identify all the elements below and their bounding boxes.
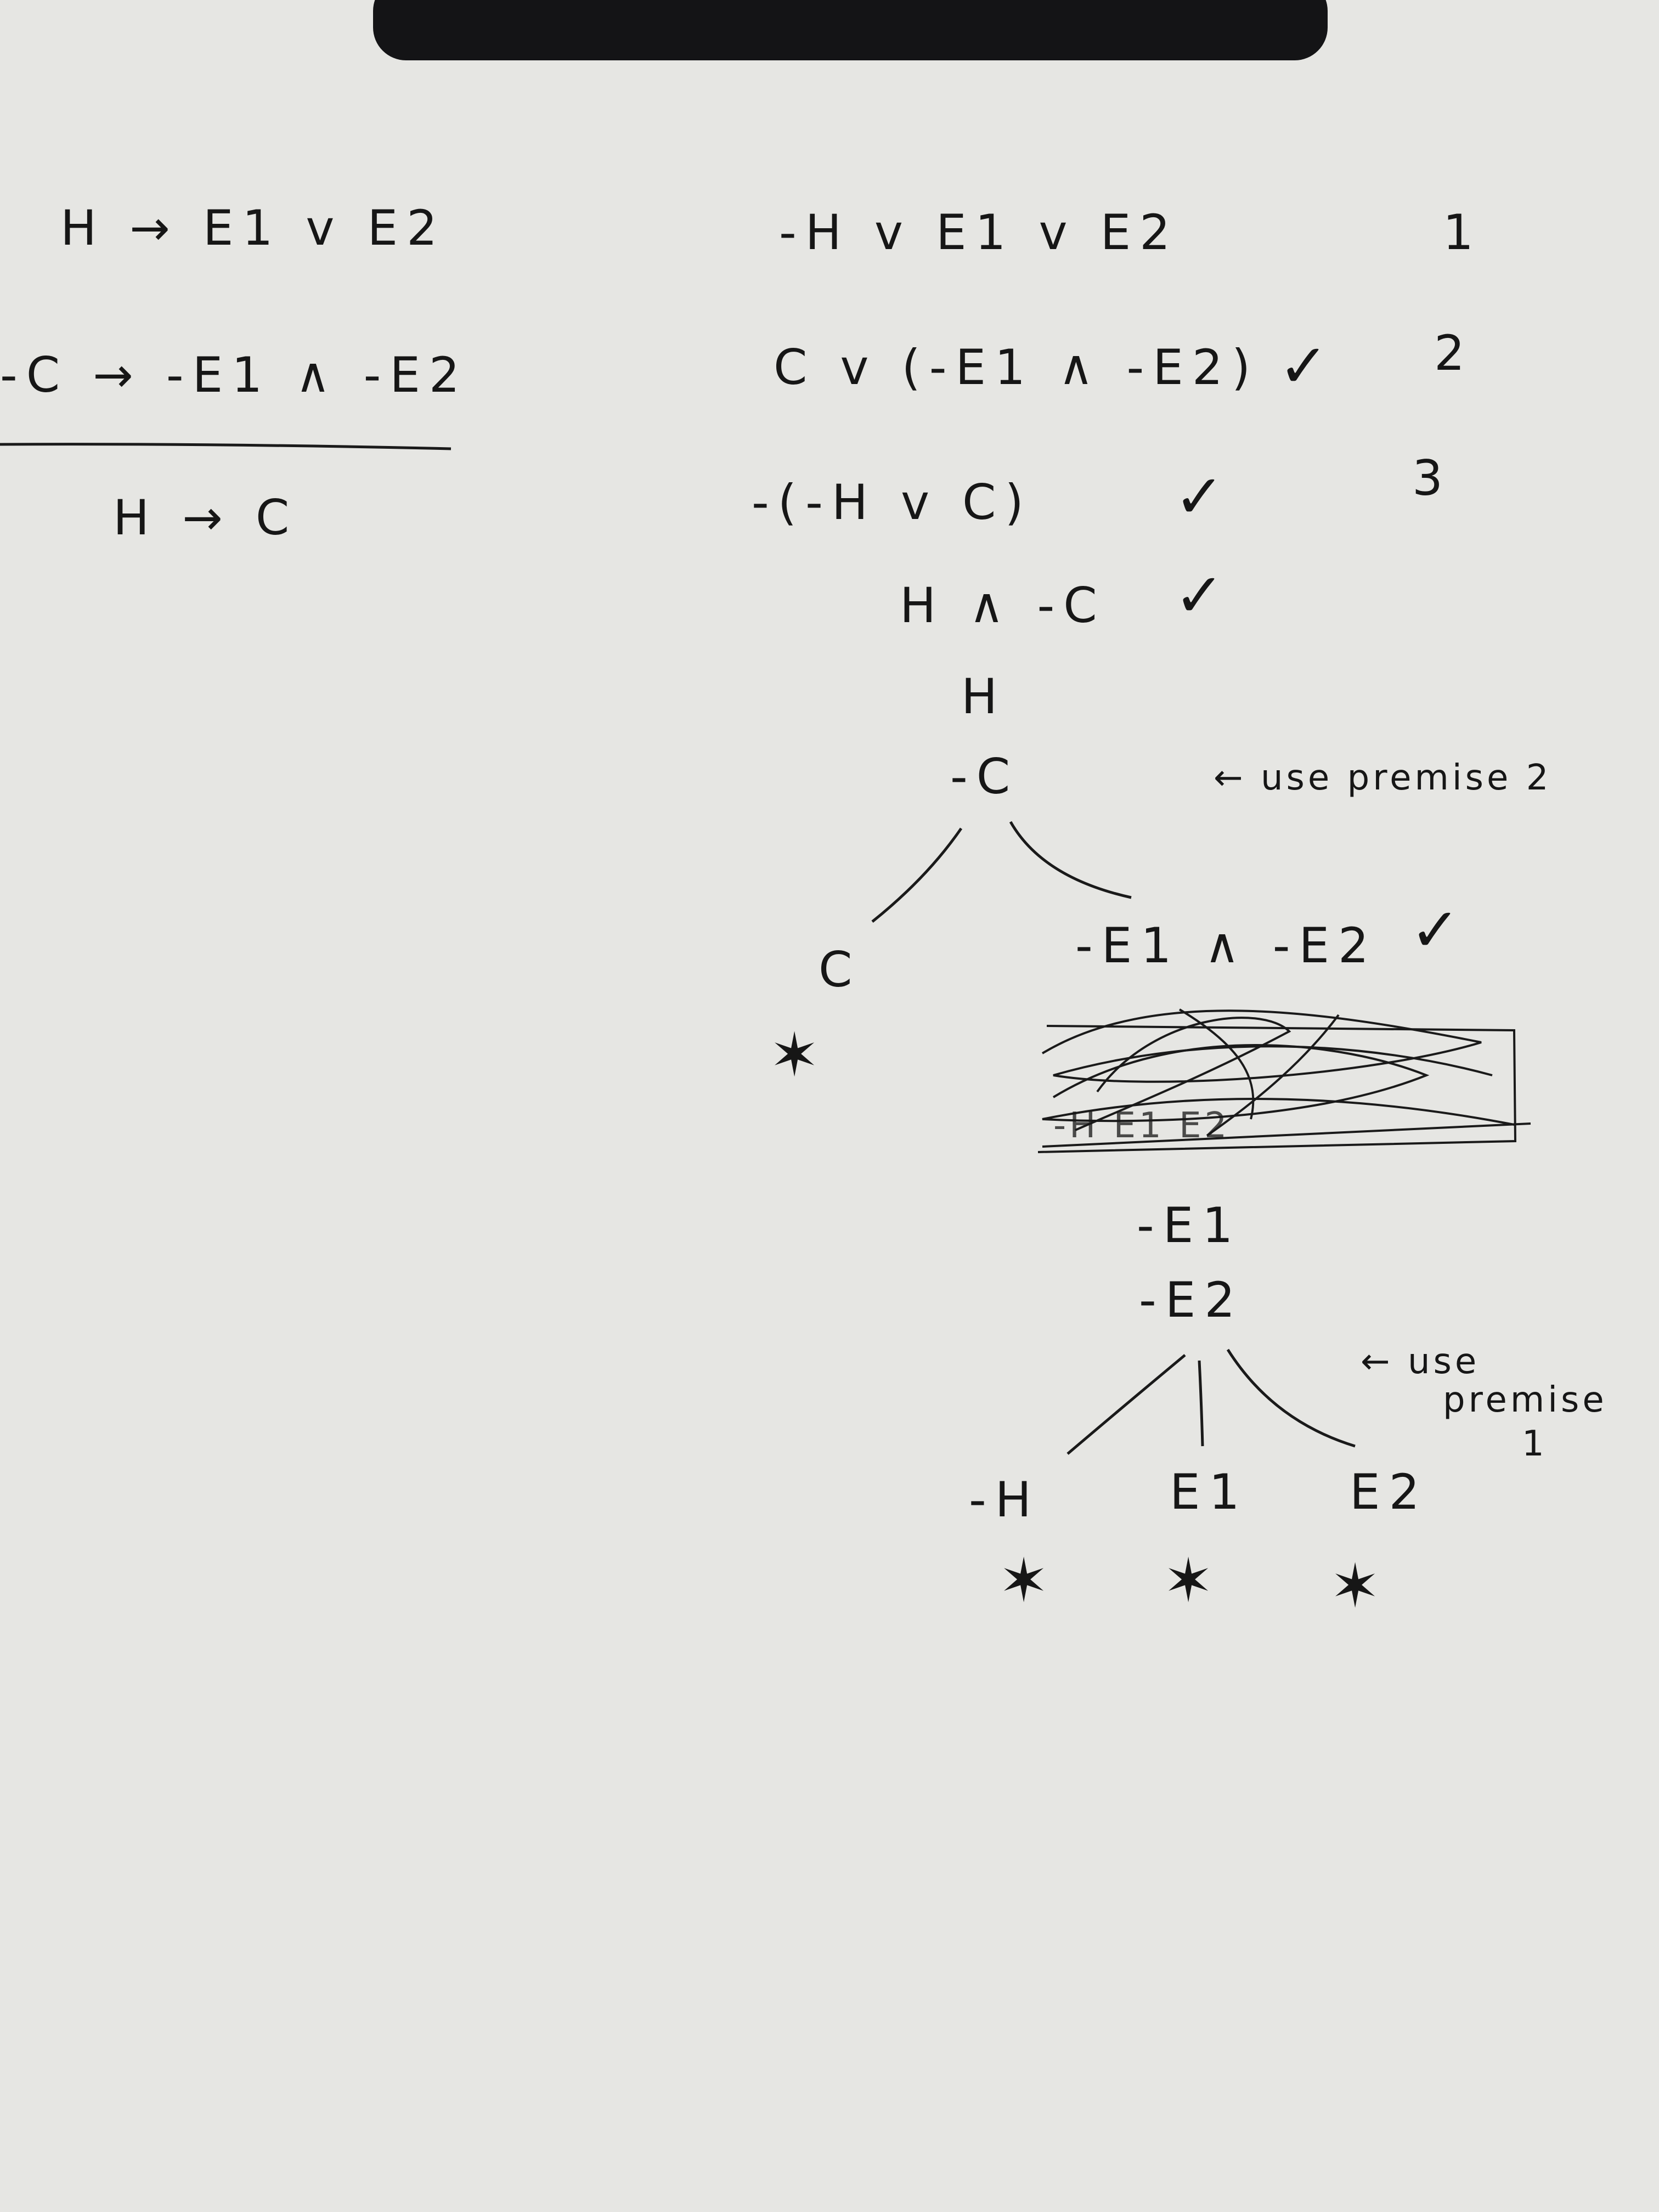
line-number-2: 2 — [1434, 325, 1474, 381]
note-premise: premise — [1443, 1380, 1607, 1420]
conclusion: H → C — [113, 489, 298, 546]
leaf-e2: E2 — [1350, 1464, 1429, 1520]
check-mark-3: ✓ — [1174, 461, 1225, 532]
note-use: ← use — [1361, 1341, 1480, 1382]
clipboard-clip — [373, 0, 1328, 60]
line-number-3: 3 — [1412, 450, 1452, 506]
check-mark-2: ✓ — [1278, 331, 1329, 401]
branch-line-right — [1009, 821, 1132, 899]
branch-line-left — [871, 827, 963, 923]
branch-right: -E1 ∧ -E2 — [1075, 917, 1378, 974]
branch-left-c: C — [819, 941, 861, 998]
check-mark-branch-right: ✓ — [1410, 895, 1461, 965]
tableau-line-7: -E1 — [1137, 1197, 1242, 1254]
tableau-line-2: C v (-E1 ∧ -E2) — [774, 339, 1260, 396]
tableau-line-3: -(-H v C) — [752, 474, 1032, 531]
tableau-line-5: H — [961, 668, 1007, 725]
conclusion-divider — [0, 443, 452, 450]
note-premise-number: 1 — [1522, 1424, 1548, 1464]
closed-leaf-e2: ✶ — [1330, 1551, 1381, 1621]
leaf-neg-h: -H — [969, 1471, 1040, 1528]
branch-line-mid-2 — [1198, 1360, 1204, 1447]
tableau-line-8: -E2 — [1139, 1272, 1244, 1328]
crossed-out-text: -H E1 E2 — [1053, 1105, 1231, 1146]
closed-branch-left: ✶ — [769, 1020, 820, 1090]
premise-2: -C → -E1 ∧ -E2 — [0, 347, 469, 403]
crossed-out-scribble — [1037, 1008, 1531, 1153]
closed-leaf-e1: ✶ — [1163, 1545, 1214, 1616]
tableau-line-1: -H v E1 v E2 — [779, 204, 1180, 261]
branch-line-right-2 — [1226, 1348, 1356, 1448]
tableau-line-6: -C — [950, 748, 1019, 805]
tableau-line-4: H ∧ -C — [900, 577, 1106, 634]
check-mark-4: ✓ — [1174, 560, 1225, 630]
line-number-1: 1 — [1443, 204, 1482, 261]
premise-1: H → E1 v E2 — [60, 200, 447, 256]
closed-leaf-h: ✶ — [998, 1545, 1049, 1616]
note-use-premise-2: ← use premise 2 — [1214, 758, 1552, 798]
branch-line-left-2 — [1066, 1354, 1186, 1455]
leaf-e1: E1 — [1170, 1464, 1249, 1520]
